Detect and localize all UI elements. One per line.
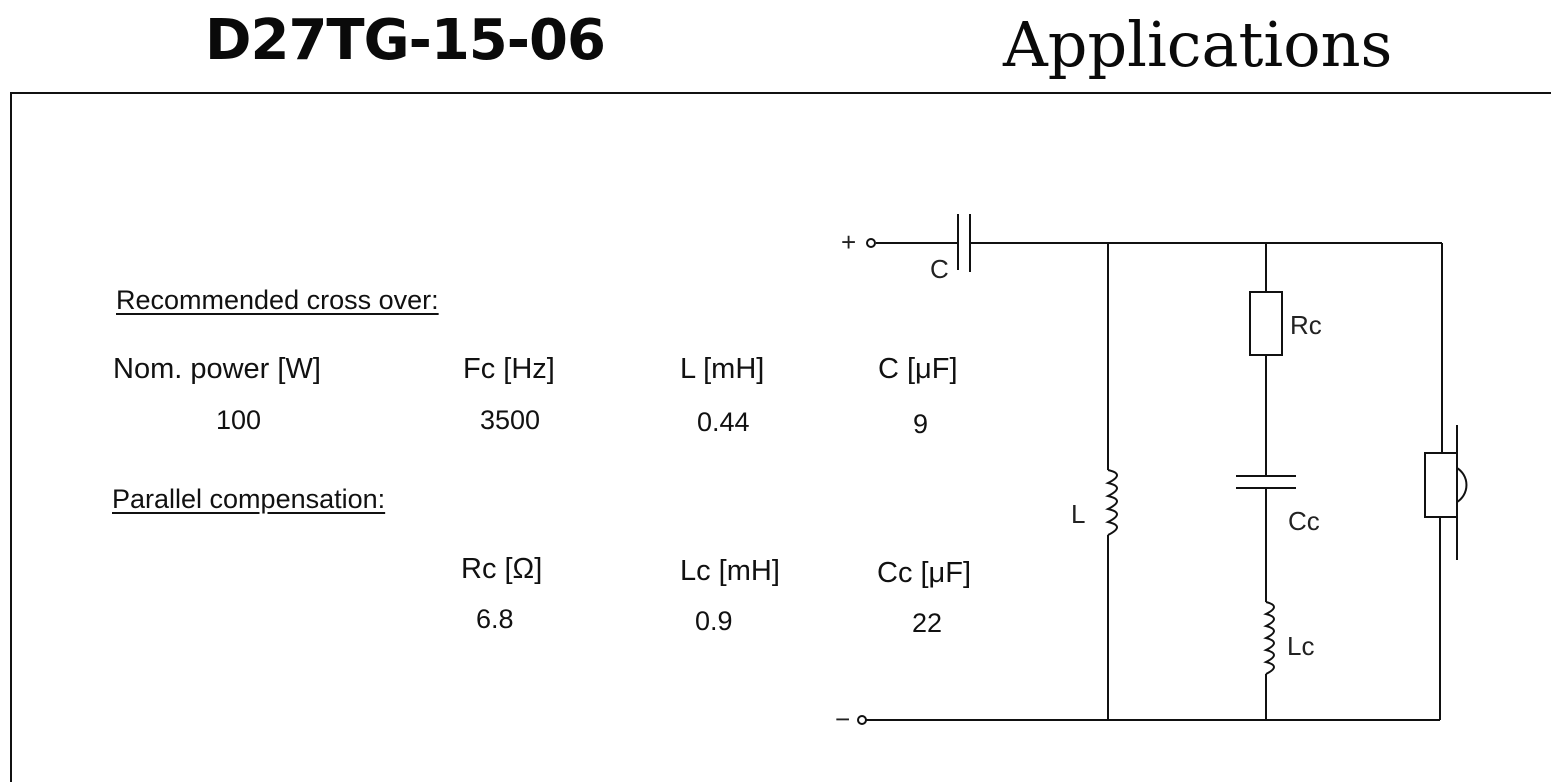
crossover-heading: Recommended cross over: <box>116 285 439 315</box>
col-rc: Rc [Ω] <box>461 553 543 585</box>
resistor-rc <box>1249 291 1283 356</box>
col-lc: Lc [mH] <box>680 555 780 587</box>
cc-label: Cc <box>1288 506 1320 536</box>
value-l: 0.44 <box>697 407 750 437</box>
plus-label: + <box>841 227 856 257</box>
rc-label: Rc <box>1290 310 1322 340</box>
frame-left-border <box>10 92 12 782</box>
driver-dome <box>1456 467 1468 503</box>
c-label: C <box>930 254 949 284</box>
model-title: D27TG-15-06 <box>205 8 606 73</box>
value-fc: 3500 <box>480 405 541 435</box>
header-rule <box>10 92 1551 94</box>
col-cc: Cc [μF] <box>877 557 972 589</box>
minus-label: − <box>835 704 850 734</box>
lc-label: Lc <box>1287 631 1314 661</box>
value-lc: 0.9 <box>695 606 733 636</box>
terminal-minus <box>857 715 867 725</box>
inductor-l <box>1105 469 1118 536</box>
col-nom-power: Nom. power [W] <box>113 353 321 385</box>
terminal-plus <box>866 238 876 248</box>
value-cc: 22 <box>912 608 943 638</box>
compensation-heading: Parallel compensation: <box>112 484 386 514</box>
value-rc: 6.8 <box>476 604 514 634</box>
col-fc: Fc [Hz] <box>463 353 555 385</box>
l-label: L <box>1071 499 1085 529</box>
section-title: Applications <box>1003 8 1393 81</box>
value-c: 9 <box>913 409 929 439</box>
col-c: C [μF] <box>878 353 958 385</box>
value-nom-power: 100 <box>216 405 262 435</box>
driver-body <box>1424 452 1458 518</box>
inductor-lc <box>1263 601 1275 675</box>
col-l: L [mH] <box>680 353 765 385</box>
